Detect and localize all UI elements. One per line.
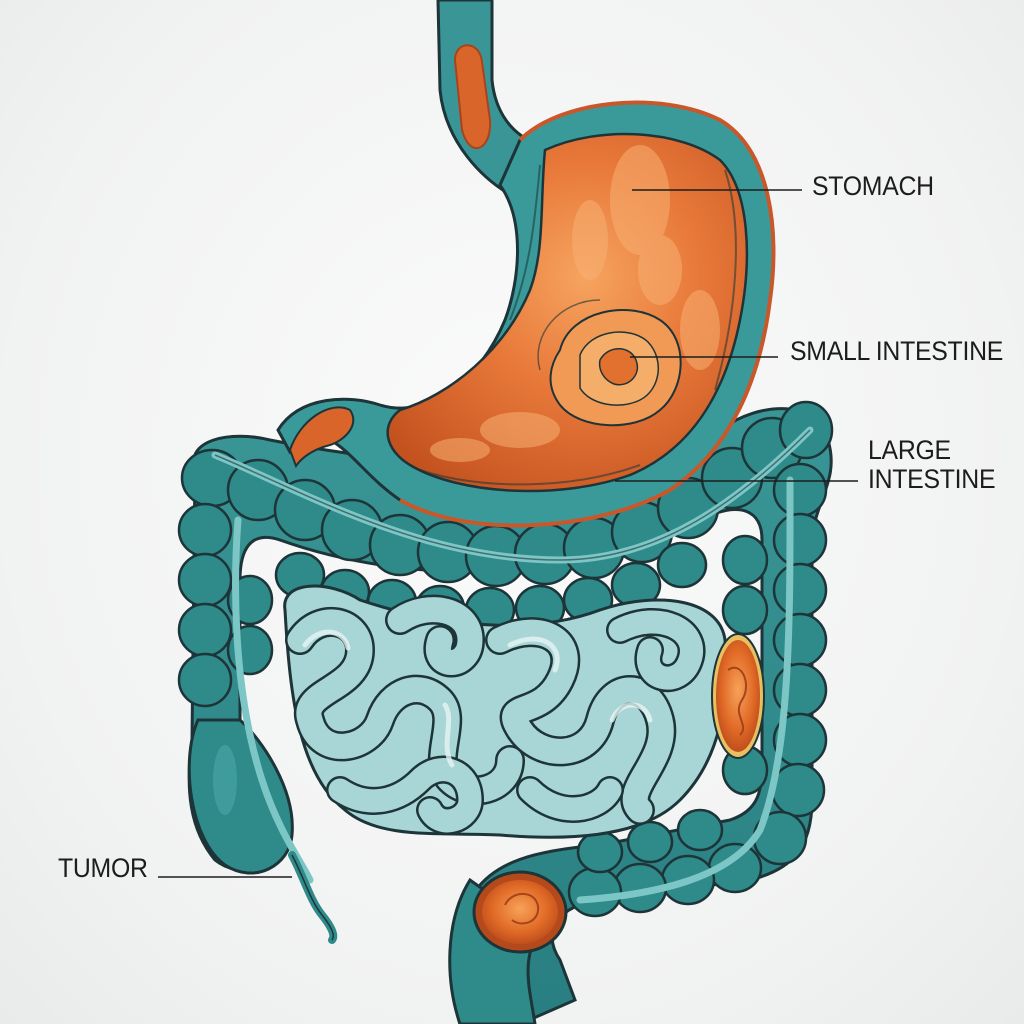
colon-band-transverse-outline [214, 429, 811, 561]
label-large-intestine-line1: LARGE [868, 435, 951, 465]
tumor-descending-colon [711, 633, 765, 759]
label-small-intestine: SMALL INTESTINE [790, 337, 1003, 366]
label-tumor: TUMOR [58, 854, 148, 883]
leader-lines [158, 189, 858, 878]
label-stomach-text: STOMACH [812, 171, 934, 201]
tumor-sigmoid-colon [472, 870, 568, 954]
label-tumor-text: TUMOR [58, 853, 148, 883]
colon-band-right [576, 476, 794, 904]
colon-haustra [177, 400, 834, 918]
label-small-intestine-text: SMALL INTESTINE [790, 336, 1004, 366]
colon-band-left [232, 516, 314, 884]
stomach [276, 100, 776, 528]
label-stomach: STOMACH [812, 172, 934, 201]
label-large-intestine-line2: INTESTINE [868, 464, 996, 494]
cecum [187, 718, 294, 875]
large-intestine [177, 400, 834, 1024]
stomach-lesion [537, 299, 682, 427]
small-intestine [283, 584, 728, 839]
label-large-intestine: LARGE INTESTINE [868, 435, 996, 494]
